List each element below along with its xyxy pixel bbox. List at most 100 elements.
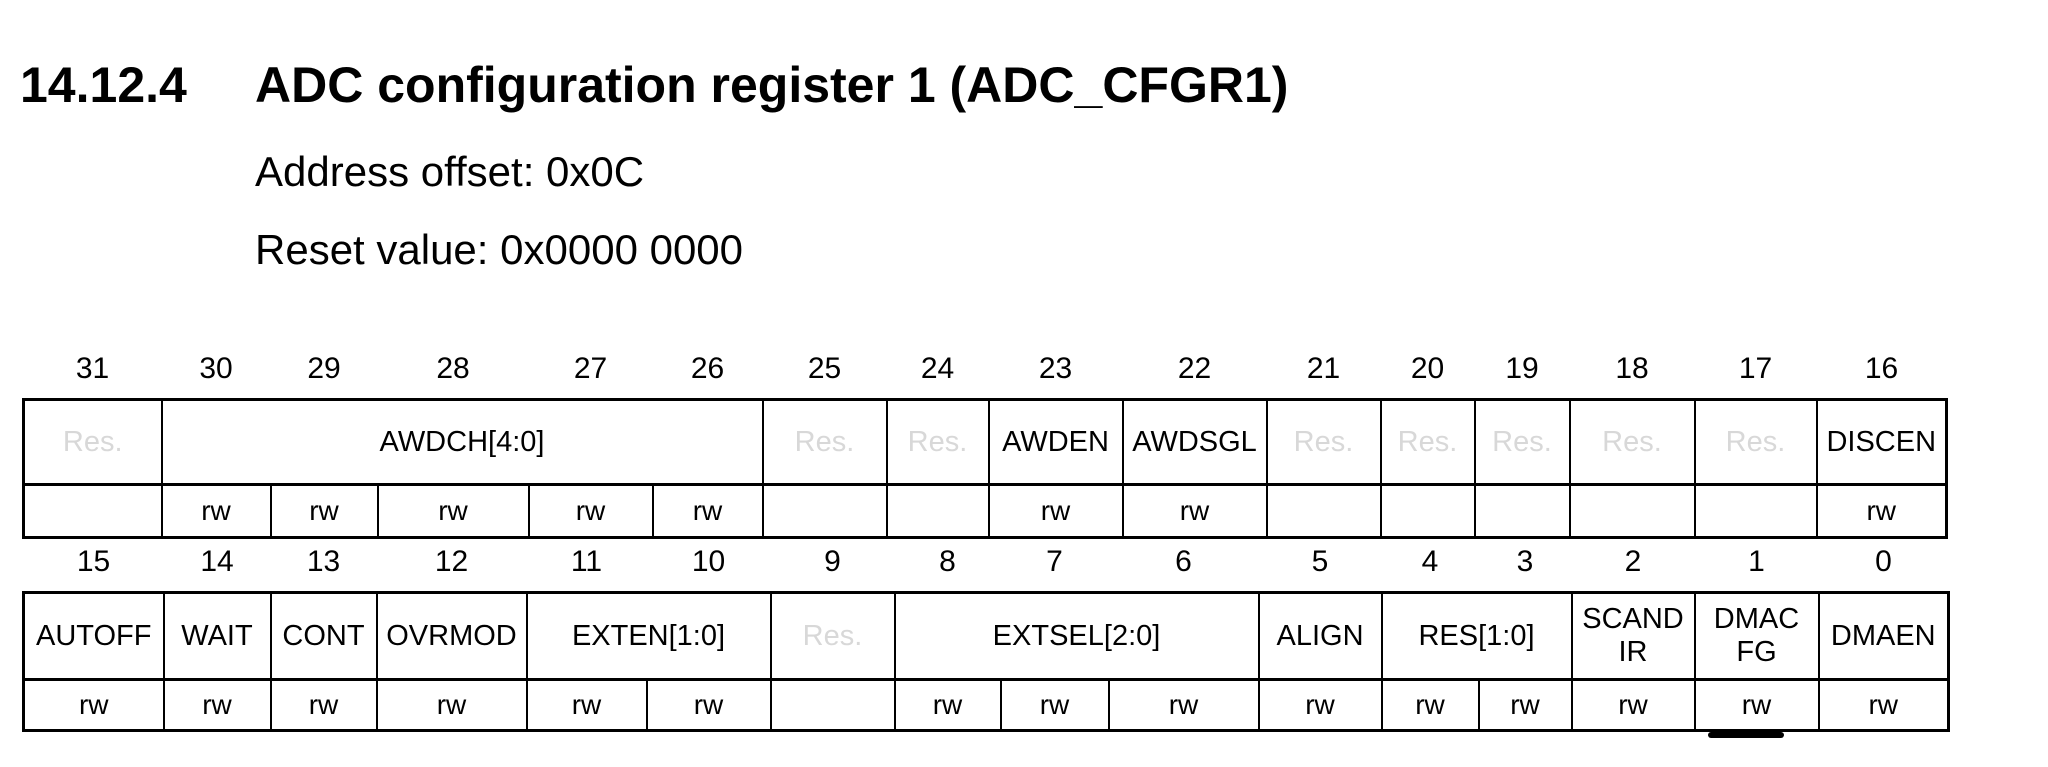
- bit-number-label: 8: [939, 545, 956, 578]
- field-reserved: Res.: [761, 398, 888, 486]
- field-align: ALIGN: [1257, 591, 1383, 681]
- field-reserved: Res.: [1568, 398, 1696, 486]
- access-cell-empty: [1473, 483, 1571, 539]
- access-cell-rw: rw: [527, 483, 654, 539]
- bit-number-label: 4: [1421, 545, 1439, 578]
- bit-number-label: 5: [1311, 545, 1329, 578]
- access-cell-empty: [1693, 483, 1818, 539]
- field-awdsgl: AWDSGL: [1121, 398, 1268, 486]
- bit-number-label: 14: [200, 545, 234, 578]
- bit-number-label: 11: [570, 545, 603, 578]
- access-cell-rw: rw: [1817, 678, 1950, 732]
- address-offset-line: Address offset: 0x0C: [255, 148, 645, 195]
- bit-number-label: 26: [690, 352, 725, 385]
- bit-number-label: 19: [1505, 352, 1539, 385]
- field-reserved: Res.: [1473, 398, 1571, 486]
- access-cell-empty: [761, 483, 888, 539]
- access-cell-rw: rw: [999, 678, 1110, 732]
- bit-number-label: 22: [1177, 352, 1212, 385]
- bit-number-label: 12: [434, 545, 469, 578]
- access-cell-empty: [22, 483, 163, 539]
- bit-number-label: 15: [76, 545, 111, 578]
- access-cell-rw: rw: [1815, 483, 1948, 539]
- access-cell-rw: rw: [1570, 678, 1696, 732]
- bit-number-label: 7: [1046, 545, 1063, 578]
- access-cell-empty: [1568, 483, 1696, 539]
- access-cell-rw: rw: [645, 678, 772, 732]
- dmacfg-underline-mark: [1708, 732, 1784, 738]
- access-cell-empty: [885, 483, 990, 539]
- field-reserved: Res.: [769, 591, 896, 681]
- bit-number-label: 18: [1615, 352, 1649, 385]
- field-reserved: Res.: [885, 398, 990, 486]
- access-cell-rw: rw: [1693, 678, 1820, 732]
- access-cell-rw: rw: [1380, 678, 1480, 732]
- bit-number-label: 28: [436, 352, 470, 385]
- access-cell-rw: rw: [1121, 483, 1268, 539]
- bit-number-label: 0: [1875, 545, 1892, 578]
- bit-number-label: 29: [307, 352, 341, 385]
- bit-number-label: 3: [1516, 545, 1534, 578]
- field-reserved: Res.: [1265, 398, 1382, 486]
- field-awden: AWDEN: [987, 398, 1124, 486]
- bit-number-label: 25: [807, 352, 842, 385]
- access-cell-rw: rw: [1107, 678, 1260, 732]
- page-title: ADC configuration register 1 (ADC_CFGR1): [255, 57, 1289, 113]
- access-cell-rw: rw: [987, 483, 1124, 539]
- bit-number-label: 27: [573, 352, 608, 385]
- field-reserved: Res.: [1693, 398, 1818, 486]
- field-ovrmod: OVRMOD: [375, 591, 528, 681]
- field-wait: WAIT: [162, 591, 272, 681]
- bit-number-label: 10: [691, 545, 726, 578]
- access-cell-rw: rw: [269, 678, 378, 732]
- access-cell-rw: rw: [525, 678, 648, 732]
- access-cell-rw: rw: [22, 678, 165, 732]
- bit-number-label: 13: [306, 545, 341, 578]
- access-cell-empty: [1265, 483, 1382, 539]
- access-cell-rw: rw: [162, 678, 272, 732]
- field-exten-1-0: EXTEN[1:0]: [525, 591, 772, 681]
- reset-value-line: Reset value: 0x0000 0000: [255, 226, 744, 273]
- field-awdch-4-0: AWDCH[4:0]: [160, 398, 764, 486]
- bit-number-label: 20: [1410, 352, 1445, 385]
- section-number: 14.12.4: [20, 57, 187, 113]
- access-cell-rw: rw: [651, 483, 764, 539]
- bit-number-label: 16: [1864, 352, 1899, 385]
- field-cont: CONT: [269, 591, 378, 681]
- access-cell-rw: rw: [893, 678, 1002, 732]
- field-discen: DISCEN: [1815, 398, 1948, 486]
- bit-number-label: 21: [1306, 352, 1341, 385]
- field-reserved: Res.: [1379, 398, 1476, 486]
- bit-number-label: 17: [1738, 352, 1773, 385]
- field-reserved: Res.: [22, 398, 163, 486]
- bit-number-label: 23: [1038, 352, 1073, 385]
- bit-number-label: 1: [1748, 545, 1765, 578]
- bit-number-label: 2: [1624, 545, 1642, 578]
- access-cell-empty: [769, 678, 896, 732]
- field-extsel-2-0: EXTSEL[2:0]: [893, 591, 1260, 681]
- access-cell-rw: rw: [376, 483, 530, 539]
- bit-number-label: 24: [920, 352, 955, 385]
- bit-number-label: 6: [1175, 545, 1192, 578]
- field-res-1-0: RES[1:0]: [1380, 591, 1573, 681]
- field-dmaen: DMAEN: [1817, 591, 1950, 681]
- bit-number-label: 9: [824, 545, 841, 578]
- field-autoff: AUTOFF: [22, 591, 165, 681]
- access-cell-empty: [1379, 483, 1476, 539]
- access-cell-rw: rw: [269, 483, 379, 539]
- bit-number-label: 31: [75, 352, 110, 385]
- access-cell-rw: rw: [375, 678, 528, 732]
- section-heading: 14.12.4 ADC configuration register 1 (ADC…: [20, 56, 1288, 114]
- access-cell-rw: rw: [160, 483, 272, 539]
